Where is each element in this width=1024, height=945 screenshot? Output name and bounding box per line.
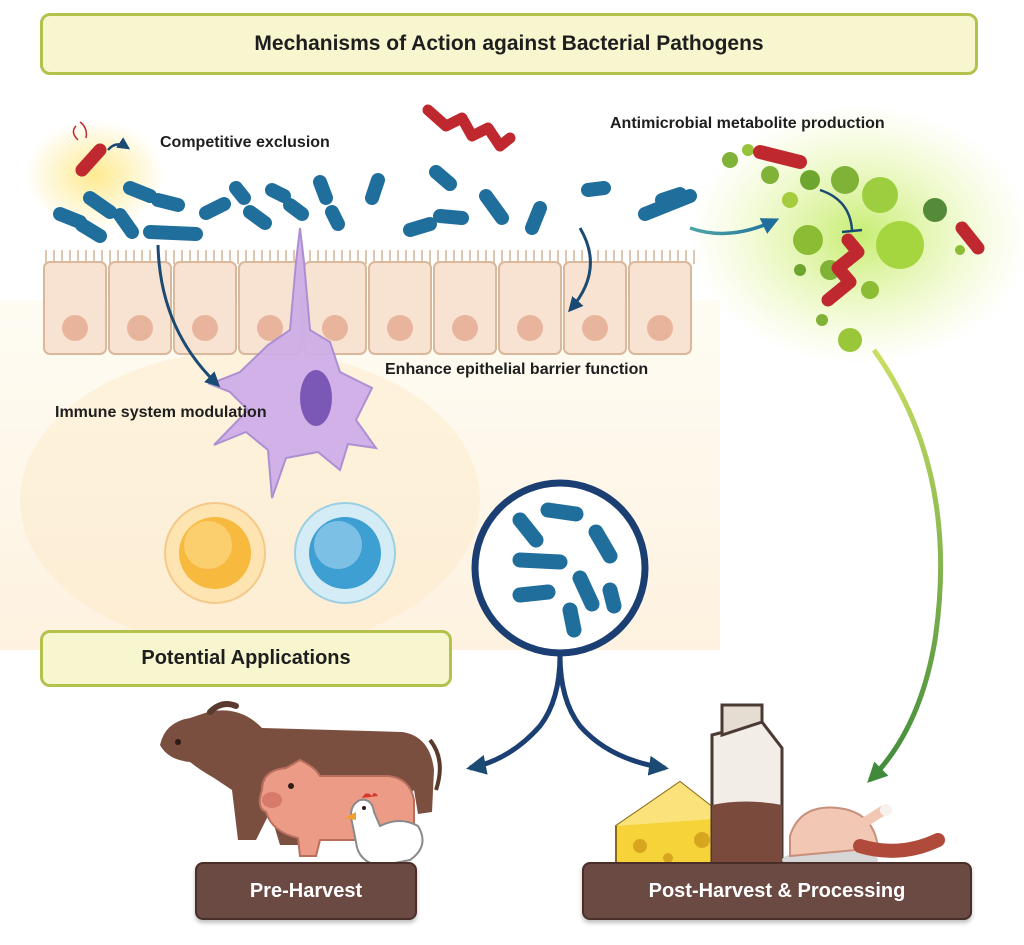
dendritic-nucleus bbox=[300, 370, 332, 426]
pathogen-top bbox=[422, 104, 516, 152]
arrow-antimicrobial bbox=[689, 218, 780, 236]
pathogen-upper-right bbox=[753, 145, 807, 169]
post-harvest-plaque: Post-Harvest & Processing bbox=[582, 862, 972, 920]
cheese-icon bbox=[615, 780, 727, 875]
label-epithelial-barrier: Enhance epithelial barrier function bbox=[385, 361, 649, 378]
roast-chicken-icon bbox=[782, 804, 892, 870]
label-immune-modulation: Immune system modulation bbox=[55, 404, 267, 421]
arrow-immune bbox=[156, 244, 221, 388]
milk-carton-icon bbox=[710, 703, 784, 870]
inhibition-line bbox=[819, 188, 863, 234]
dendritic-cell bbox=[207, 227, 379, 499]
title-banner: Mechanisms of Action against Bacterial P… bbox=[40, 13, 978, 75]
applications-heading: Potential Applications bbox=[40, 630, 452, 687]
yellow-glow bbox=[25, 120, 165, 230]
probiotic-circle bbox=[466, 479, 669, 776]
orange-immune-cell bbox=[164, 502, 266, 604]
epithelium bbox=[42, 250, 697, 355]
commensal-bacteria bbox=[53, 165, 697, 243]
cell-nuclei bbox=[62, 315, 673, 341]
pathogen-inhibited bbox=[821, 233, 865, 307]
pathogen-far-right bbox=[955, 221, 985, 255]
label-competitive-exclusion: Competitive exclusion bbox=[160, 134, 330, 151]
arrow-epithelial bbox=[568, 227, 592, 313]
pathogen-left bbox=[72, 121, 131, 177]
sausage-icon bbox=[853, 833, 945, 858]
label-antimicrobial-production: Antimicrobial metabolite production bbox=[610, 115, 885, 132]
pre-harvest-plaque: Pre-Harvest bbox=[195, 862, 417, 920]
metabolite-bubbles bbox=[722, 144, 965, 352]
blue-immune-cell bbox=[294, 502, 396, 604]
arrow-to-post-harvest-green bbox=[867, 348, 944, 783]
